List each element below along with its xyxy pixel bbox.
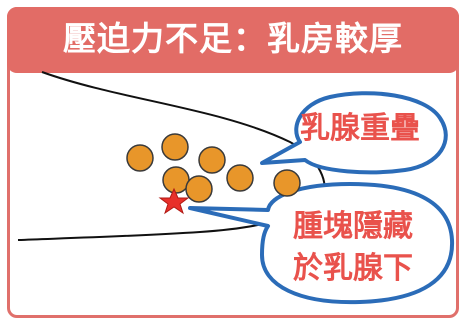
hidden-tumor-label-line2: 於乳腺下 (293, 251, 413, 286)
gland-circle (226, 164, 254, 192)
gland-circle (126, 144, 154, 172)
hidden-tumor-label: 腫塊隱藏 於乳腺下 (268, 206, 438, 290)
gland-circle (273, 169, 301, 197)
hidden-tumor-callout-bubble (188, 182, 455, 305)
hidden-tumor-label-line1: 腫塊隱藏 (293, 209, 413, 244)
gland-circle (185, 175, 213, 203)
gland-circle (162, 166, 190, 194)
gland-circle (161, 133, 189, 161)
title-banner: 壓迫力不足：乳房較厚 (7, 7, 459, 73)
overlap-label: 乳腺重疊 (300, 111, 420, 146)
mammary-glands (126, 133, 301, 203)
page-title: 壓迫力不足：乳房較厚 (63, 19, 403, 58)
star-icon (158, 187, 190, 215)
gland-circle (198, 146, 226, 174)
overlap-callout-bubble (260, 91, 448, 175)
